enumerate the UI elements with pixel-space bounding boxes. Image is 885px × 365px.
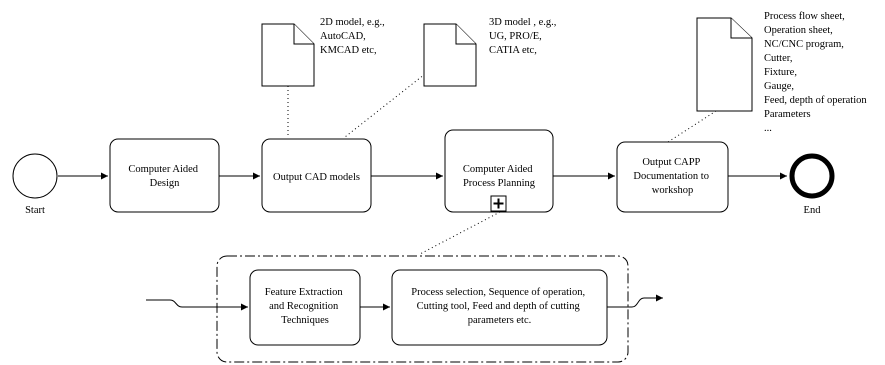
task-computer-aided-design: Computer Aided Design	[109, 138, 220, 213]
task-capp-output-label: Output CAPP Documentation to workshop	[633, 157, 711, 196]
task-capp-label: Computer Aided Process Planning	[463, 164, 536, 189]
subprocess-frame	[216, 255, 629, 363]
document-2d-model-text: 2D model, e.g., AutoCAD, KMCAD etc,	[320, 17, 387, 56]
document-2d-model: 2D model, e.g., AutoCAD, KMCAD etc,	[261, 17, 387, 87]
document-capp-output-text: Process flow sheet, Operation sheet, NC/…	[764, 11, 869, 134]
task-output-cad-models: Output CAD models	[261, 138, 372, 213]
association-subprocess	[419, 211, 501, 255]
subtask-feature-label: Feature Extraction and Recognition Techn…	[265, 287, 345, 326]
document-capp-output: Process flow sheet, Operation sheet, NC/…	[696, 11, 869, 134]
association-capp-docs	[667, 110, 717, 143]
task-output-capp-documentation: Output CAPP Documentation to workshop	[616, 141, 729, 213]
document-3d-model: 3D model , e.g., UG, PRO/E, CATIA etc,	[423, 17, 559, 87]
subtask-process-label: Process selection, Sequence of operation…	[411, 287, 587, 326]
subtask-process-selection: Process selection, Sequence of operation…	[391, 269, 608, 346]
end-event: End	[789, 153, 835, 216]
start-event: Start	[12, 153, 58, 216]
start-label: Start	[25, 205, 45, 216]
subtask-feature-extraction: Feature Extraction and Recognition Techn…	[249, 269, 361, 346]
end-label: End	[804, 205, 822, 216]
task-cad-models-label: Output CAD models	[273, 172, 360, 183]
task-cad-label: Computer Aided Design	[128, 164, 200, 189]
flow-subprocess-entry	[146, 299, 248, 311]
task-computer-aided-process-planning: Computer Aided Process Planning	[444, 129, 554, 213]
flow-subprocess-exit	[607, 294, 663, 308]
document-3d-model-text: 3D model , e.g., UG, PRO/E, CATIA etc,	[489, 17, 559, 56]
association-3d-model	[344, 73, 426, 138]
expand-subprocess-icon[interactable]	[490, 195, 507, 212]
